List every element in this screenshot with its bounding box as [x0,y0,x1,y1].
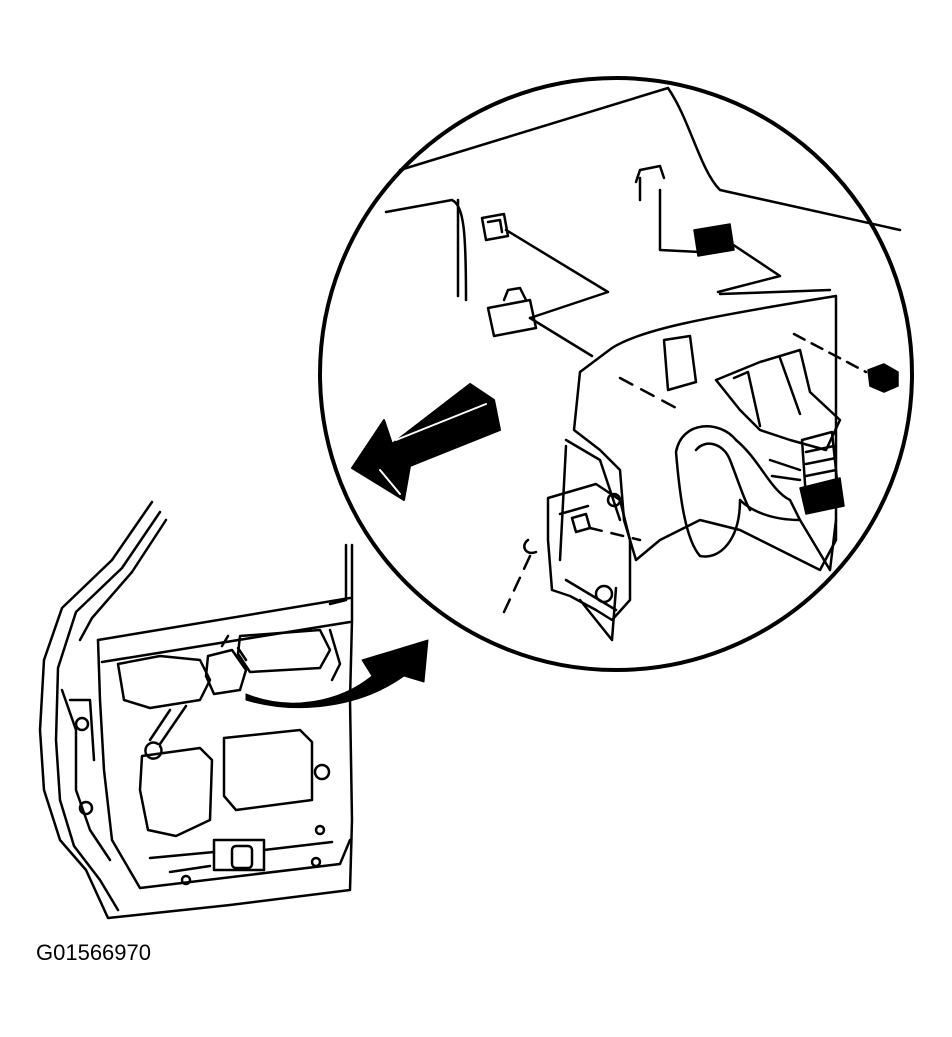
latch-tab-right [798,518,838,572]
door-hole-4 [180,874,192,886]
door-hole-6 [310,856,322,868]
door-pillar-line [328,543,348,606]
direction-arrow [351,383,501,501]
clip-hook-upper [634,164,666,202]
latch-spring-leader [768,458,802,482]
panel-crease [718,288,832,296]
latch-pin [570,512,592,534]
latch-pin-leader [588,526,642,542]
rod-upper-left [504,228,610,320]
door-hinge-edge [60,688,112,862]
door-hole-2 [78,800,94,816]
detail-circle [318,76,914,672]
door-top-rail [96,596,352,664]
door-hole-3 [313,763,331,781]
door-window-frame-inner [54,510,162,912]
latch-hole-lower [594,584,614,604]
panel-edge-top [398,86,902,232]
panel-edge-left [384,198,468,302]
door-outer-frame [38,500,354,920]
small-screw-leader [502,554,532,614]
latch-hole-upper [606,492,622,508]
mounting-screw-leader [792,332,868,374]
door-cutout-upper-left [116,654,212,710]
latch-body-inner [558,504,618,612]
direction-arrow-highlight [379,403,487,495]
rod-upper-right [658,188,702,254]
latch-plate-inner-edge [558,438,622,562]
door-window-frame-inner-2 [78,518,168,642]
small-screw-left [523,538,538,555]
rod-lower-left [528,316,594,358]
latch-plate [572,294,838,572]
clip-upper-right [693,223,735,257]
door-hole-1 [74,716,90,732]
door-rod-2 [328,628,342,682]
door-hole-5 [314,824,326,836]
door-inner-panel [96,638,352,890]
door-latch-mechanism [204,634,248,696]
latch-plate-flange [662,334,698,392]
door-rod-1 [144,704,188,760]
door-cutout-upper-right [236,628,332,674]
door-cutout-lower-right [222,728,314,812]
mounting-screw [867,363,899,393]
callout-arrow-body [245,639,429,708]
latch-arm-inner [732,356,802,428]
latch-cable [674,425,802,558]
clip-lower-left [486,286,538,338]
door-lower-box [212,838,266,872]
door-lower-plug [230,844,254,870]
latch-cable-inner [694,442,752,512]
detail-view [318,76,914,672]
door-bottom-rib [148,840,334,874]
callout-arrow [245,639,429,708]
rod-upper-right-2 [716,242,782,294]
latch-tab-left [578,586,618,642]
door-overview [38,500,354,920]
latch-plate-slot [618,376,682,412]
latch-spring-cap [799,477,845,515]
door-cutout-lower-left [138,746,214,838]
figure-id-label: G01566970 [36,940,151,965]
clip-upper-left [480,212,510,242]
